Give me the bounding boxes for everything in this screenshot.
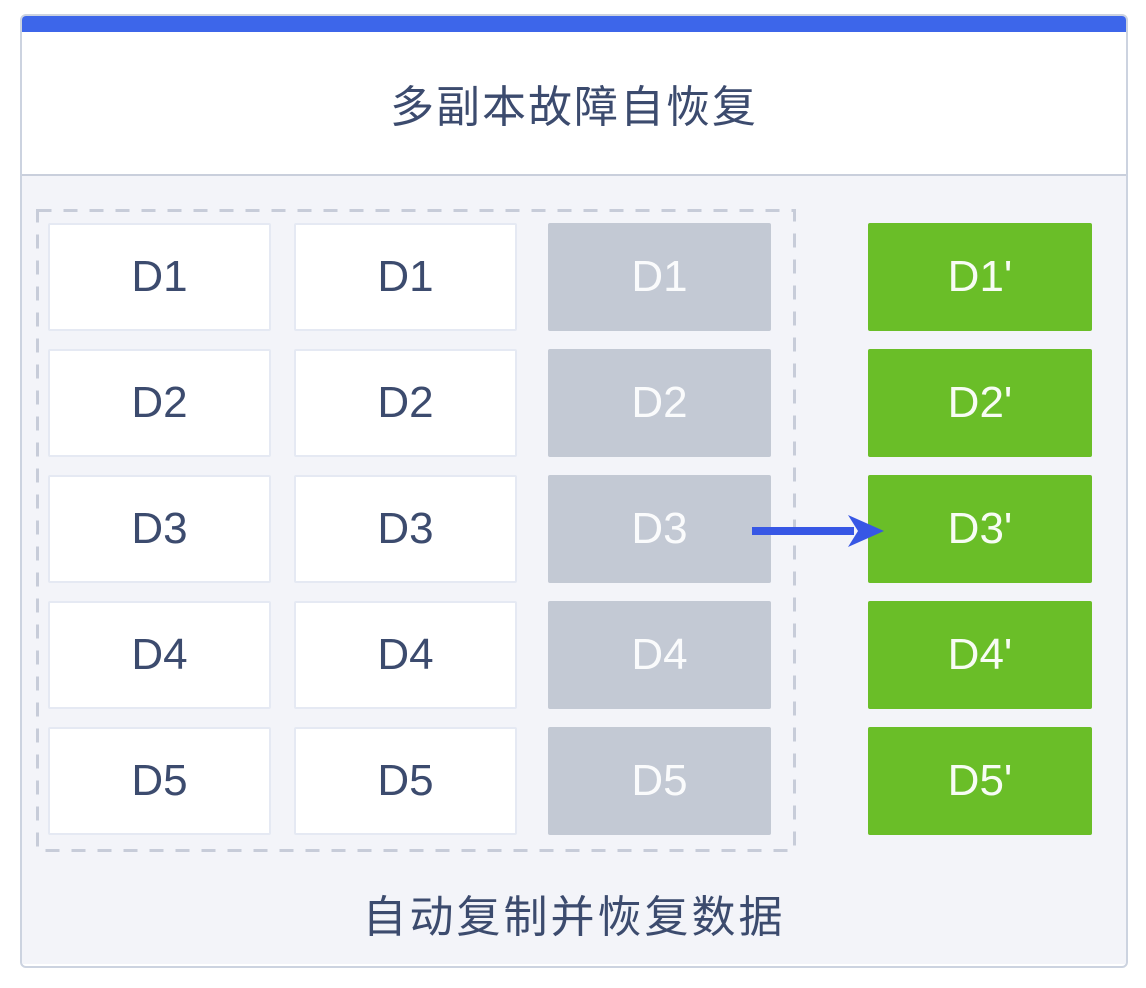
replica-box-label: D3 [377, 504, 434, 553]
replica-box-label: D5 [631, 756, 688, 805]
replica-box-failed-replica-3: D3 [548, 475, 771, 583]
replica-box-failed-replica-2: D2 [548, 349, 771, 457]
replica-box-recovered-replica-3: D3' [868, 475, 1092, 583]
replica-box-label: D4 [377, 630, 434, 679]
replica-box-label: D3 [131, 504, 188, 553]
replica-box-replica-copy-1-3: D3 [48, 475, 271, 583]
card-header: 多副本故障自恢复 [22, 32, 1126, 174]
replica-box-label: D4 [631, 630, 688, 679]
replica-box-replica-copy-1-5: D5 [48, 727, 271, 835]
replica-box-label: D4' [947, 630, 1013, 679]
replica-box-replica-copy-2-1: D1 [294, 223, 517, 331]
replica-box-failed-replica-1: D1 [548, 223, 771, 331]
replica-box-label: D4 [131, 630, 188, 679]
replica-column-recovered: D1' D2' D3' D4' D5' [868, 223, 1092, 835]
replica-box-label: D1 [631, 252, 688, 301]
replica-box-recovered-replica-4: D4' [868, 601, 1092, 709]
replica-box-label: D3' [947, 504, 1013, 553]
replica-box-label: D2 [377, 378, 434, 427]
replica-box-label: D1 [131, 252, 188, 301]
caption: 自动复制并恢复数据 [362, 893, 786, 942]
replica-box-replica-copy-1-1: D1 [48, 223, 271, 331]
replica-box-replica-copy-2-2: D2 [294, 349, 517, 457]
replica-box-replica-copy-1-4: D4 [48, 601, 271, 709]
replica-box-label: D3 [631, 504, 688, 553]
replica-box-recovered-replica-1: D1' [868, 223, 1092, 331]
replica-box-replica-copy-1-2: D2 [48, 349, 271, 457]
replica-box-label: D5 [377, 756, 434, 805]
replica-box-recovered-replica-2: D2' [868, 349, 1092, 457]
card-title: 多副本故障自恢复 [390, 83, 758, 132]
replica-box-label: D1' [947, 252, 1013, 301]
replica-box-label: D2 [131, 378, 188, 427]
replica-box-replica-copy-2-3: D3 [294, 475, 517, 583]
replica-box-label: D2 [631, 378, 688, 427]
replica-box-recovered-replica-5: D5' [868, 727, 1092, 835]
replica-box-label: D1 [377, 252, 434, 301]
replica-box-replica-copy-2-4: D4 [294, 601, 517, 709]
card-accent-bar [22, 16, 1126, 32]
replica-box-failed-replica-4: D4 [548, 601, 771, 709]
replica-box-label: D2' [947, 378, 1013, 427]
replica-box-label: D5' [947, 756, 1013, 805]
replica-box-replica-copy-2-5: D5 [294, 727, 517, 835]
replica-box-failed-replica-5: D5 [548, 727, 771, 835]
replica-box-label: D5 [131, 756, 188, 805]
recovery-arrow-icon [752, 515, 884, 547]
